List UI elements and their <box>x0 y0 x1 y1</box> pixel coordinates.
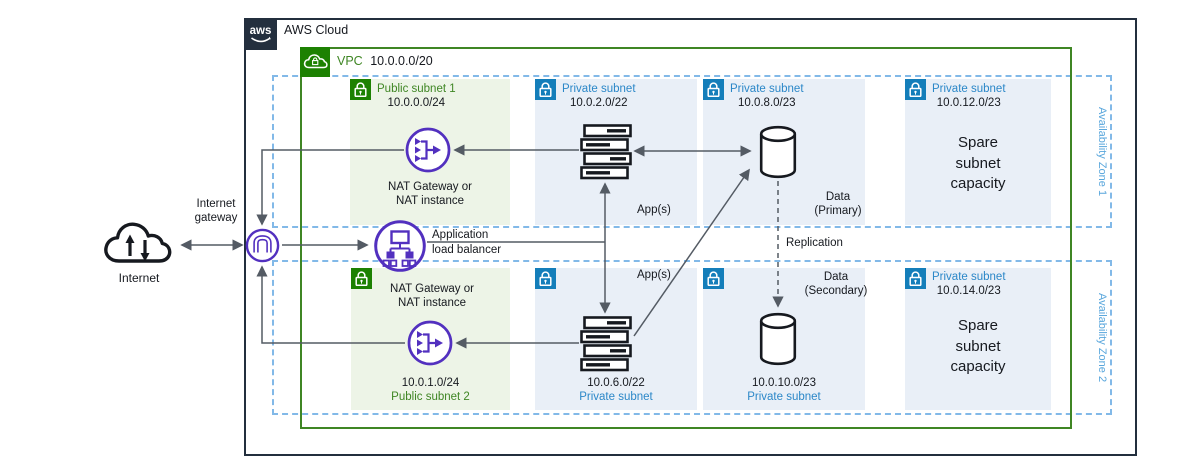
spare-capacity-note: Spare subnet capacity <box>950 317 1006 375</box>
aws-logo-icon: aws <box>244 18 277 50</box>
private-subnet-lock-icon <box>905 79 926 100</box>
replication-label: Replication <box>786 237 843 249</box>
aws-cloud-title: AWS Cloud <box>284 23 349 37</box>
subnet-box-private-spare-1 <box>905 79 1051 225</box>
private-subnet-lock-icon <box>703 79 724 100</box>
internet-cloud-icon <box>98 215 180 278</box>
nat-gateway-label: NAT Gateway or NAT instance <box>388 181 472 207</box>
apps-label: App(s) <box>637 204 671 216</box>
public-subnet-lock-icon <box>351 268 372 289</box>
availability-zone-1-label: Availability Zone 1 <box>1096 106 1108 197</box>
availability-zone-2-label: Availability Zone 2 <box>1096 292 1108 383</box>
app-servers-icon <box>580 124 632 186</box>
subnet-cidr: 10.0.10.0/23 <box>752 377 816 389</box>
subnet-title: Public subnet 1 <box>377 83 456 95</box>
subnet-title: Private subnet <box>562 83 636 95</box>
private-subnet-lock-icon <box>535 268 556 289</box>
subnet-cidr: 10.0.6.0/22 <box>587 377 645 389</box>
internet-label: Internet <box>118 271 160 285</box>
private-subnet-lock-icon <box>535 79 556 100</box>
nat-gateway-icon <box>405 127 451 178</box>
private-subnet-lock-icon <box>905 268 926 289</box>
vpc-icon <box>300 47 330 77</box>
nat-gateway-icon <box>407 320 453 371</box>
internet-gateway-icon <box>245 228 280 268</box>
private-subnet-lock-icon <box>703 268 724 289</box>
vpc-container <box>300 47 1072 429</box>
data-secondary-label: Data (Secondary) <box>804 271 868 297</box>
subnet-title: Private subnet <box>932 271 1006 283</box>
vpc-label: VPC <box>337 54 363 68</box>
app-servers-icon <box>580 316 632 378</box>
subnet-title: Private subnet <box>747 390 821 403</box>
alb-label: Application load balancer <box>432 229 502 256</box>
public-subnet-lock-icon <box>350 79 371 100</box>
subnet-title: Private subnet <box>579 390 653 403</box>
subnet-title: Private subnet <box>932 83 1006 95</box>
vpc-cidr: 10.0.0.0/20 <box>370 54 433 68</box>
nat-gateway-label: NAT Gateway or NAT instance <box>390 283 474 309</box>
database-icon <box>758 125 798 184</box>
internet-gateway-label: Internet gateway <box>194 198 238 224</box>
data-primary-label: Data (Primary) <box>814 191 862 217</box>
subnet-title: Public subnet 2 <box>391 390 470 403</box>
spare-capacity-note: Spare subnet capacity <box>950 134 1006 192</box>
subnet-title: Private subnet <box>730 83 804 95</box>
subnet-cidr: 10.0.14.0/23 <box>936 284 1001 297</box>
subnet-cidr: 10.0.8.0/23 <box>737 96 796 109</box>
subnet-box-private-spare-2 <box>905 268 1051 410</box>
subnet-cidr: 10.0.0.0/24 <box>387 96 446 109</box>
aws-logo-text: aws <box>250 25 272 37</box>
apps-label: App(s) <box>637 269 671 281</box>
subnet-cidr: 10.0.1.0/24 <box>401 377 460 389</box>
subnet-cidr: 10.0.2.0/22 <box>569 96 628 109</box>
subnet-cidr: 10.0.12.0/23 <box>936 96 1001 109</box>
database-icon <box>758 312 798 371</box>
application-load-balancer-icon <box>373 219 427 278</box>
